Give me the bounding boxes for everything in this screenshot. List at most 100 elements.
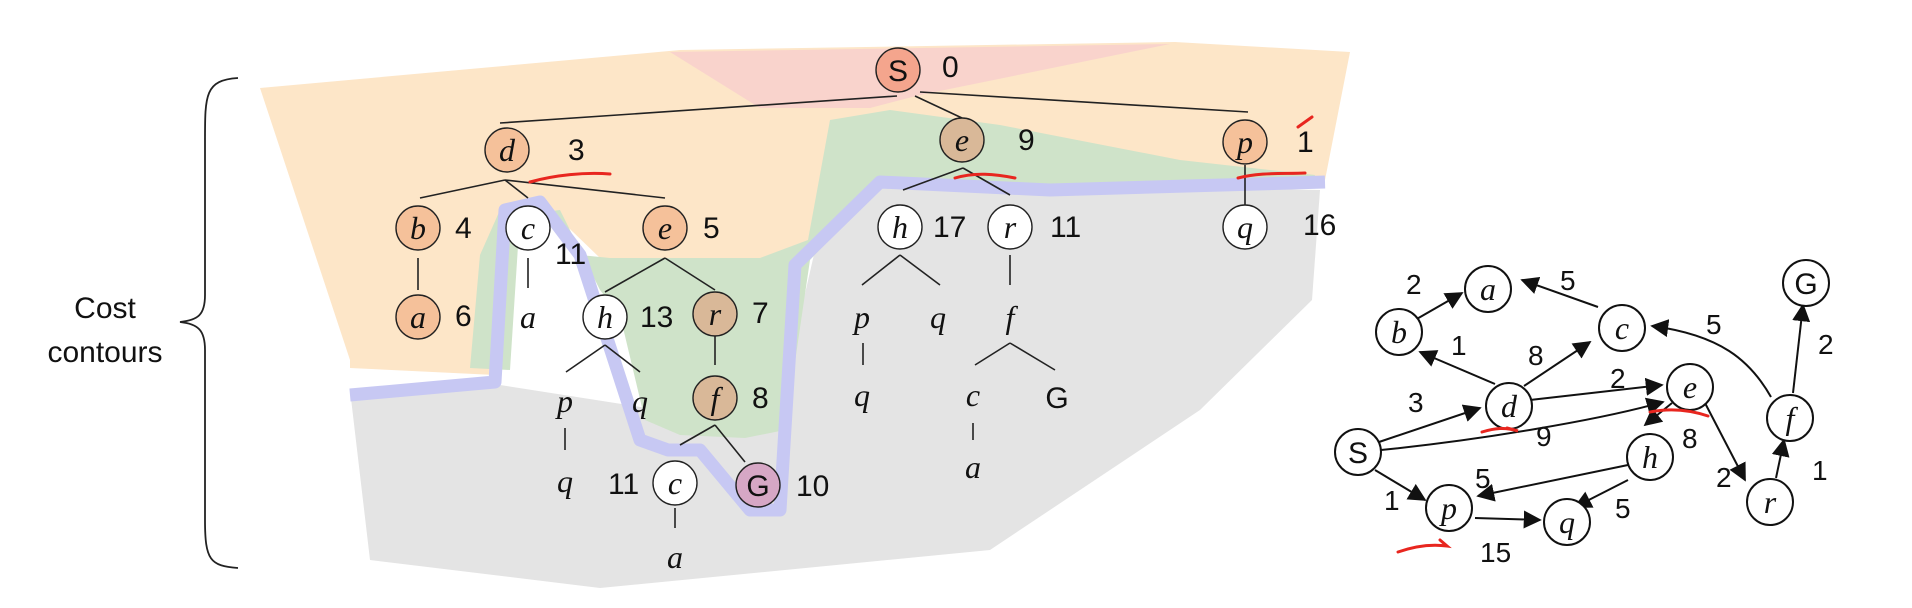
- graph-node-b: b: [1375, 308, 1423, 356]
- svg-text:h: h: [892, 209, 908, 245]
- tree-cost: 9: [1018, 124, 1035, 157]
- svg-text:r: r: [709, 296, 722, 332]
- tree-node-d: d 3: [484, 127, 585, 173]
- orange-contour-region: [260, 42, 1350, 375]
- graph-node-e: e: [1666, 363, 1714, 411]
- tree-cost: 3: [568, 134, 585, 167]
- side-label-line-1: Cost: [74, 292, 136, 325]
- tree-leaf-p: p: [852, 299, 870, 335]
- svg-text:b: b: [410, 210, 426, 246]
- tree-node-q-right: q 16: [1222, 204, 1336, 250]
- tree-cost: 5: [703, 212, 720, 245]
- weight-e-r: 2: [1716, 462, 1732, 493]
- svg-text:b: b: [1391, 314, 1407, 350]
- weight-S-d: 3: [1408, 387, 1424, 418]
- svg-text:c: c: [668, 465, 682, 501]
- svg-text:e: e: [1683, 369, 1697, 405]
- svg-text:S: S: [888, 55, 908, 88]
- tree-leaf-q: q: [557, 463, 573, 499]
- tree-node-c-left: c 11: [505, 205, 586, 271]
- tree-leaf-c: c: [966, 377, 980, 413]
- svg-text:h: h: [1642, 439, 1658, 475]
- weight-b-a: 2: [1406, 269, 1422, 300]
- tree-node-e-level2: e 5: [642, 205, 720, 251]
- svg-text:c: c: [1615, 310, 1629, 346]
- tree-leaf-q: q: [632, 383, 648, 419]
- graph-node-a: a: [1464, 265, 1512, 313]
- green-contour-region: [470, 110, 1315, 438]
- svg-text:p: p: [1235, 124, 1253, 160]
- pink-contour-region: [670, 44, 1170, 108]
- svg-text:a: a: [410, 299, 426, 335]
- graph-node-c: c: [1598, 304, 1646, 352]
- side-label-line-2: contours: [47, 336, 162, 369]
- svg-text:S: S: [1348, 437, 1368, 470]
- svg-text:d: d: [499, 132, 516, 168]
- tree-cost: 8: [752, 382, 769, 415]
- tree-leaf-q: q: [930, 299, 946, 335]
- weight-d-c: 8: [1528, 340, 1544, 371]
- contour-regions: [260, 42, 1350, 588]
- weight-d-e: 2: [1610, 363, 1626, 394]
- tree-node-r-right: r 11: [987, 204, 1081, 250]
- tree-leaf-a: a: [965, 449, 981, 485]
- graph-node-r: r: [1746, 478, 1794, 526]
- graph-node-q: q: [1543, 498, 1591, 546]
- weight-h-p: 5: [1475, 463, 1491, 494]
- tree-node-a-left: a 6: [395, 294, 472, 340]
- tree-node-S: S 0: [875, 47, 959, 93]
- tree-leaf-a: a: [520, 299, 536, 335]
- tree-cost: 0: [942, 51, 959, 84]
- tree-node-goal: G 10: [735, 462, 829, 508]
- weight-d-b: 1: [1451, 330, 1467, 361]
- tree-node-b: b 4: [395, 205, 472, 251]
- svg-text:h: h: [597, 299, 613, 335]
- tree-node-f-mid: f 8: [692, 375, 769, 421]
- tree-leaf-q: q: [854, 377, 870, 413]
- weight-p-q: 15: [1480, 537, 1511, 568]
- graph-edges: [1374, 276, 1811, 529]
- graph-node-S: S: [1334, 428, 1382, 476]
- svg-text:c: c: [521, 210, 535, 246]
- tree-cost: 11: [555, 238, 586, 271]
- red-annotations-tree: [528, 115, 1314, 184]
- svg-text:r: r: [1004, 209, 1017, 245]
- tree-cost: 17: [933, 211, 966, 244]
- tree-node-r-mid: r 7: [692, 291, 769, 337]
- weight-S-e: 9: [1536, 421, 1552, 452]
- graph-node-p: p: [1425, 484, 1473, 532]
- weight-h-q: 5: [1615, 493, 1631, 524]
- tree-node-h-mid: h 13: [582, 294, 673, 340]
- tree-node-c-mid: c 11: [608, 460, 698, 506]
- tree-cost: 1: [1297, 126, 1314, 159]
- tree-node-p-level1: p 1: [1222, 119, 1314, 165]
- weight-e-h: 8: [1682, 423, 1698, 454]
- red-annotations-graph: [1396, 408, 1710, 554]
- tree-leaf-goal: G: [1045, 382, 1068, 415]
- tree-cost: 10: [796, 470, 829, 503]
- tree-node-e-level1: e 9: [939, 117, 1035, 163]
- weight-f-c: 5: [1706, 309, 1722, 340]
- graph-node-goal: G: [1782, 259, 1830, 307]
- svg-text:a: a: [1480, 271, 1496, 307]
- tree-leaf-p: p: [555, 383, 573, 419]
- tree-cost: 11: [608, 468, 639, 501]
- svg-text:e: e: [955, 122, 969, 158]
- graph-node-f: f: [1766, 394, 1814, 442]
- tree-cost: 13: [640, 301, 673, 334]
- svg-text:G: G: [746, 470, 769, 503]
- svg-text:p: p: [1439, 490, 1457, 526]
- graph-node-h: h: [1626, 433, 1674, 481]
- graph-node-d: d: [1485, 382, 1533, 430]
- svg-text:r: r: [1764, 484, 1777, 520]
- cost-contours-brace: [179, 77, 239, 569]
- weight-S-p: 1: [1384, 485, 1400, 516]
- gray-contour-region: [350, 175, 1320, 588]
- tree-node-h-right: h 17: [877, 204, 966, 250]
- tree-cost: 16: [1303, 209, 1336, 242]
- svg-text:G: G: [1794, 268, 1817, 301]
- svg-text:d: d: [1501, 388, 1518, 424]
- tree-cost: 7: [752, 297, 769, 330]
- blue-contour-band: [349, 175, 1326, 517]
